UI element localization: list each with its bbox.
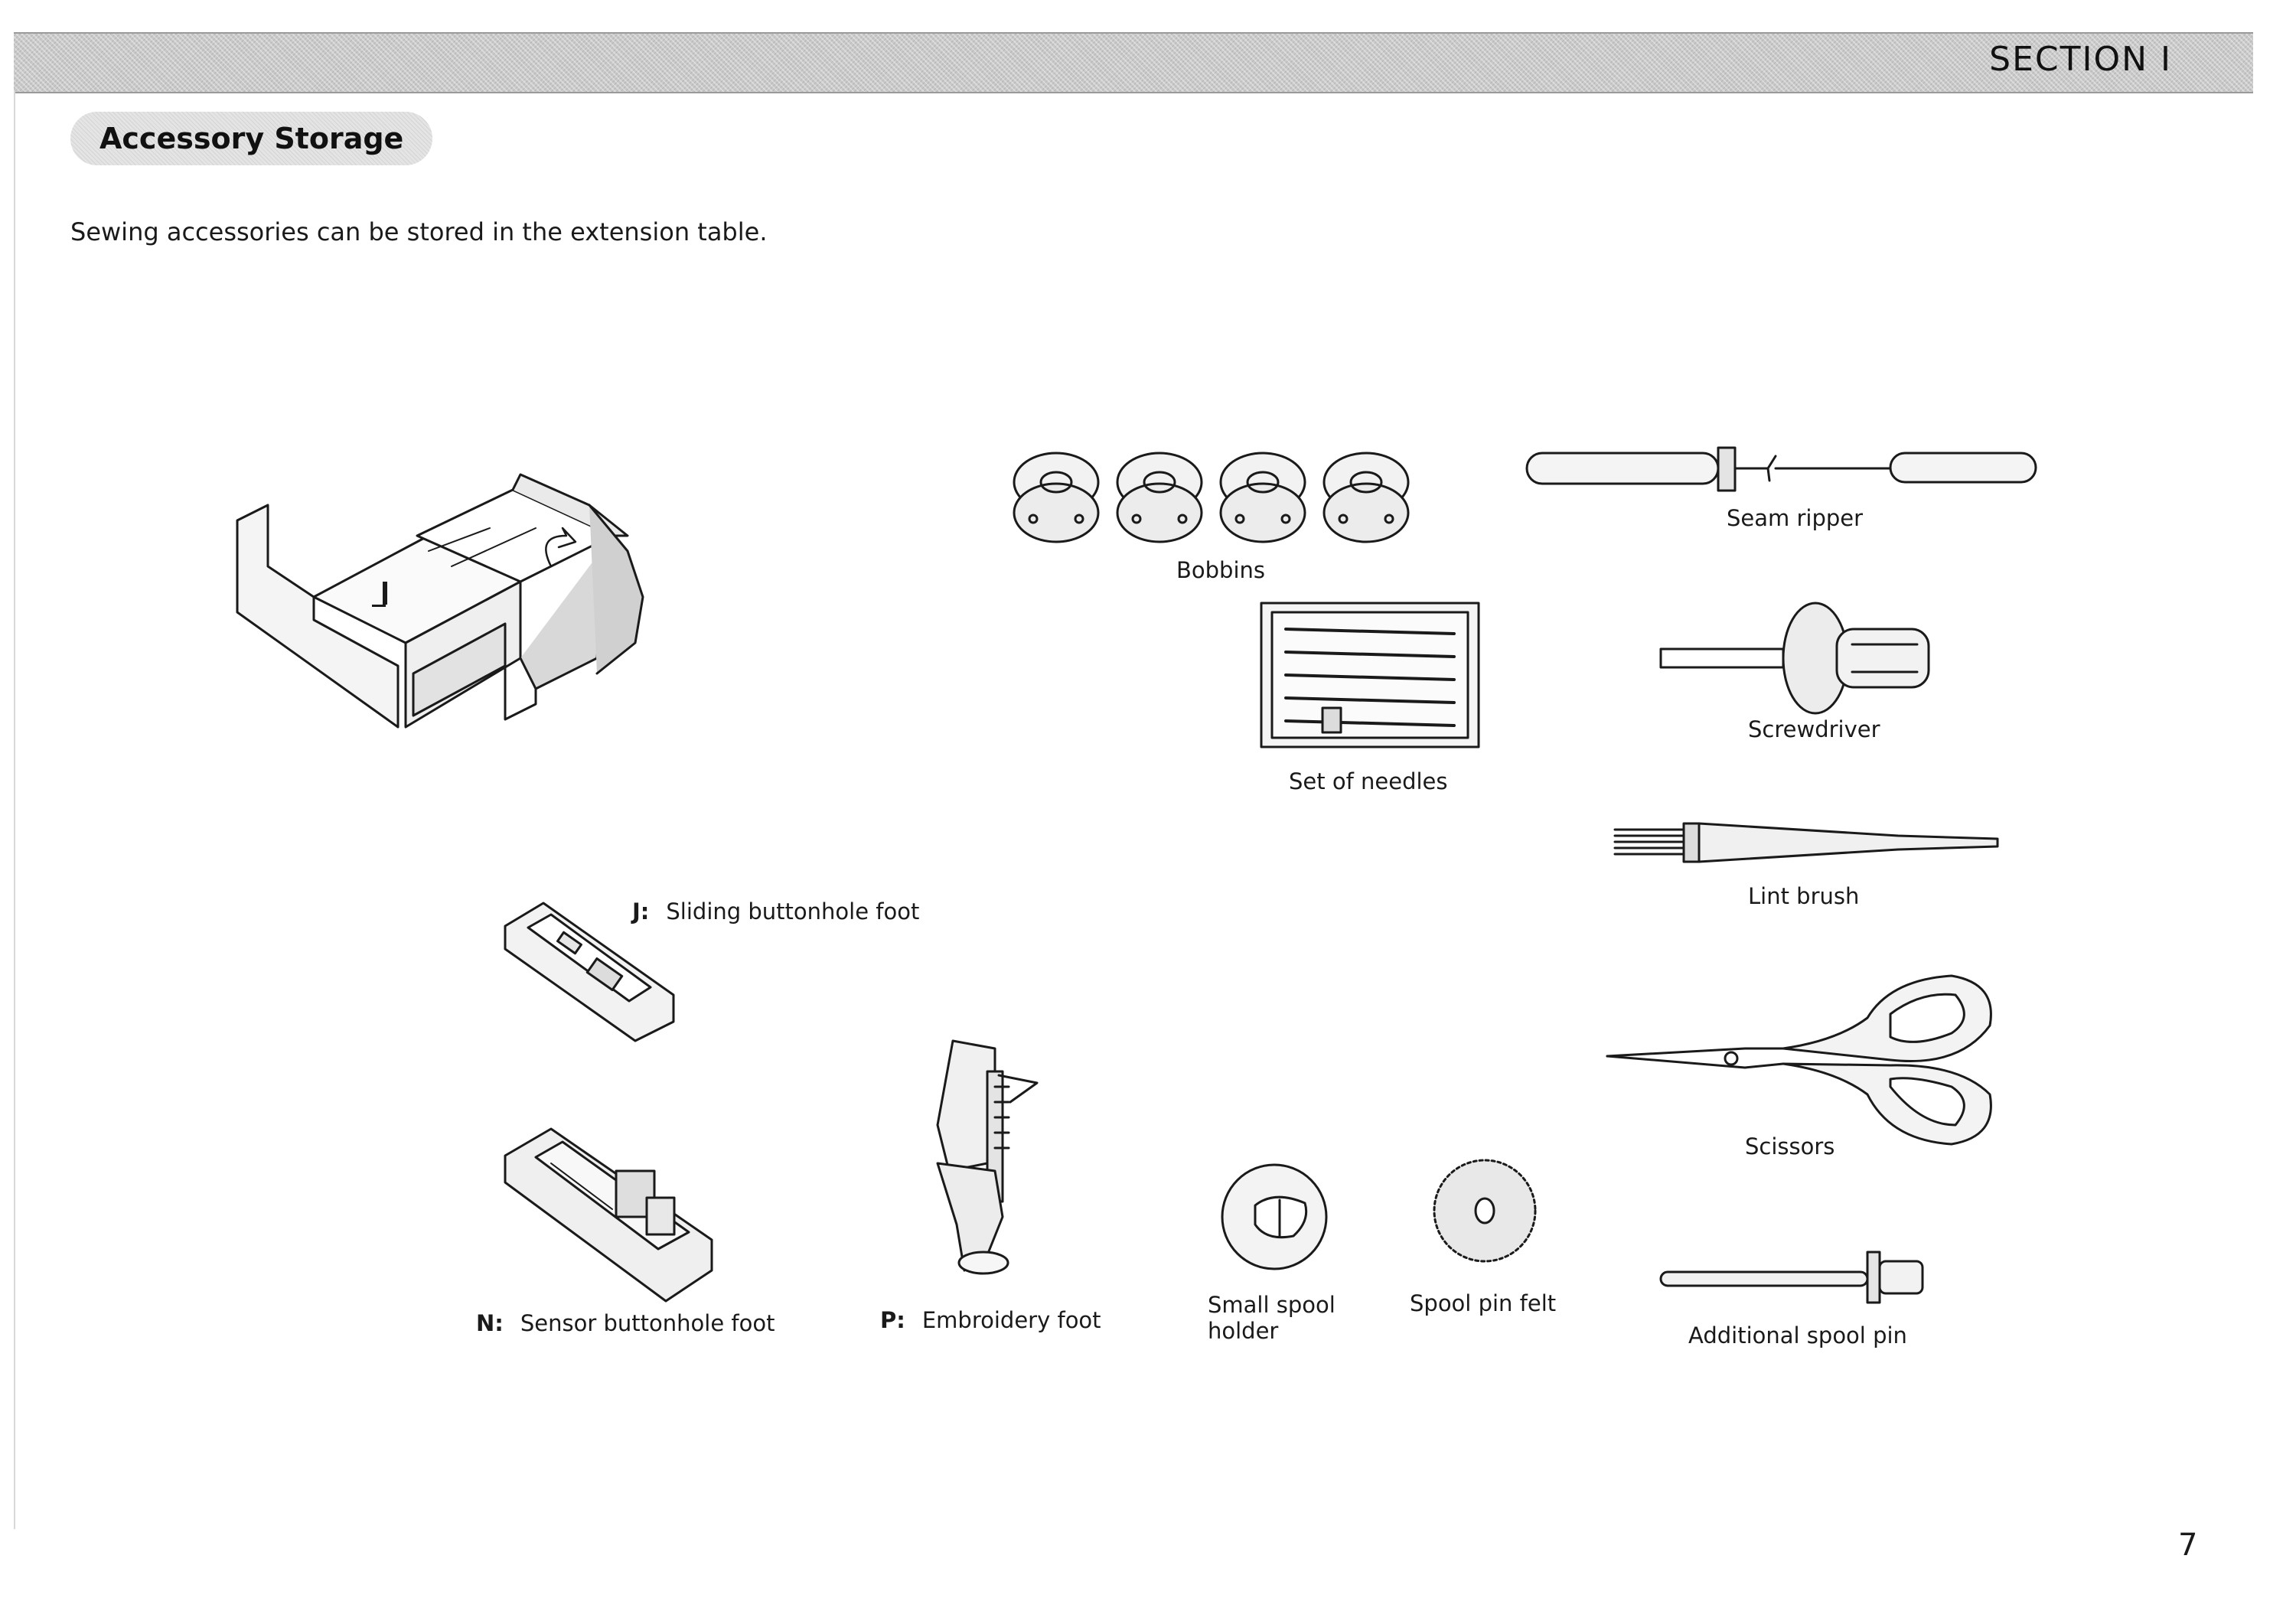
extension-table-illustration — [236, 473, 644, 729]
seam-ripper-label: Seam ripper — [1727, 505, 1864, 531]
lint-brush-illustration — [1613, 822, 1999, 863]
small-spool-holder-label-line2: holder — [1208, 1318, 1279, 1344]
sensor-buttonhole-foot-name: Sensor buttonhole foot — [520, 1310, 775, 1336]
sliding-buttonhole-foot-illustration — [504, 902, 675, 1042]
sensor-buttonhole-foot-label: N: Sensor buttonhole foot — [476, 1310, 775, 1336]
scissors-label: Scissors — [1745, 1133, 1835, 1159]
needle-set-illustration — [1260, 602, 1480, 748]
scissors-illustration — [1606, 974, 1992, 1146]
section-header-bar: SECTION I — [14, 32, 2253, 93]
screwdriver-illustration — [1659, 602, 1930, 715]
needles-label: Set of needles — [1289, 768, 1448, 794]
foot-letter-p: P: — [880, 1307, 905, 1333]
spool-pin-felt-illustration — [1433, 1159, 1537, 1263]
seam-ripper-illustration — [1525, 446, 2037, 492]
screwdriver-label: Screwdriver — [1748, 716, 1880, 742]
section-label: SECTION I — [1989, 40, 2172, 79]
sliding-buttonhole-foot-name: Sliding buttonhole foot — [666, 898, 920, 925]
bobbins-label: Bobbins — [1176, 557, 1265, 583]
small-spool-holder-illustration — [1221, 1163, 1328, 1270]
sliding-buttonhole-foot-label: J: Sliding buttonhole foot — [632, 898, 919, 925]
embroidery-foot-label: P: Embroidery foot — [880, 1307, 1101, 1333]
page-number: 7 — [2178, 1528, 2198, 1563]
intro-text: Sewing accessories can be stored in the … — [70, 217, 768, 246]
foot-letter-j: J: — [632, 898, 650, 925]
embroidery-foot-illustration — [936, 1039, 1039, 1275]
page-title: Accessory Storage — [99, 122, 404, 155]
foot-letter-n: N: — [476, 1310, 504, 1336]
spool-pin-felt-label: Spool pin felt — [1410, 1290, 1557, 1316]
lint-brush-label: Lint brush — [1748, 883, 1860, 909]
embroidery-foot-name: Embroidery foot — [921, 1307, 1101, 1333]
additional-spool-pin-illustration — [1659, 1251, 1924, 1304]
small-spool-holder-label-line1: Small spool — [1208, 1292, 1336, 1318]
page-margin-rule — [14, 90, 15, 1529]
sensor-buttonhole-foot-illustration — [504, 1127, 713, 1303]
bobbins-illustration — [1013, 452, 1410, 543]
page-title-pill: Accessory Storage — [70, 112, 433, 165]
additional-spool-pin-label: Additional spool pin — [1688, 1322, 1907, 1348]
